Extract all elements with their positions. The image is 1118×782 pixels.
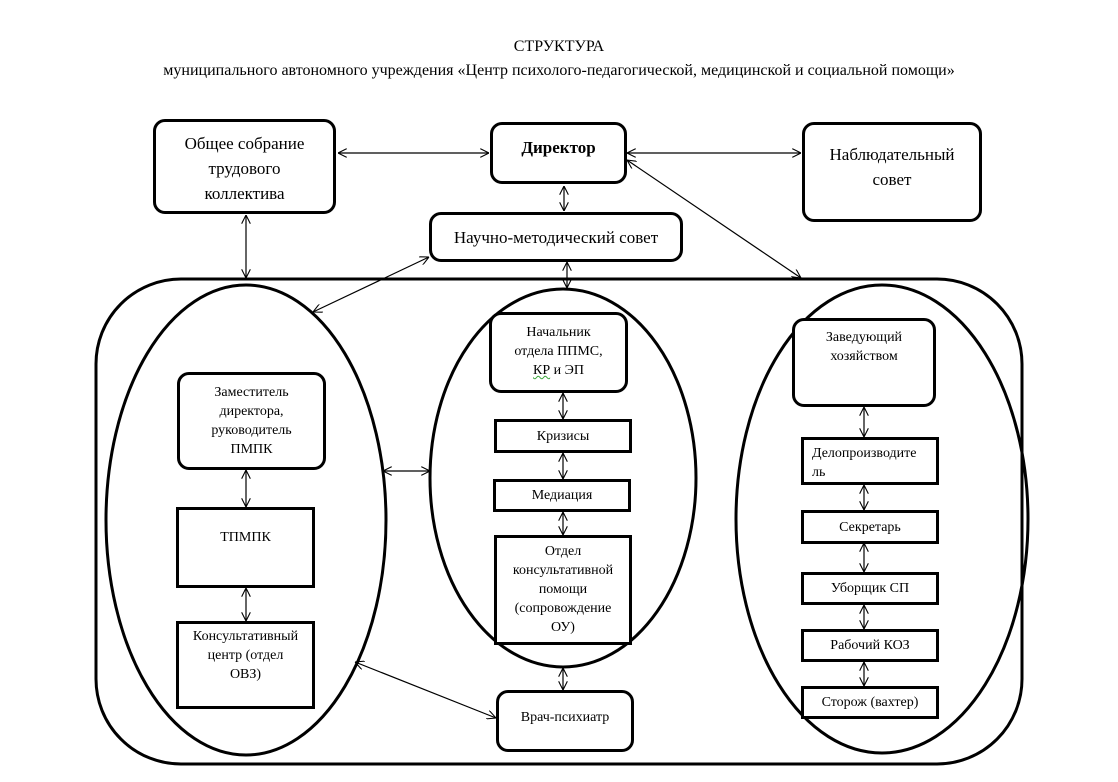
consult-dept-line-4: (сопровождение [514,601,612,616]
methodical-council-label: Научно-методический совет [453,227,659,247]
deputy-director-node[interactable]: Заместитель директора, руководитель ПМПК [177,372,326,470]
clerk-line-2: ль [812,465,826,480]
deputy-line-2: директора, [219,404,284,419]
deputy-line-3: руководитель [211,423,292,438]
consult-center-line-1: Консультативный [192,629,299,644]
tpmpk-node[interactable]: ТПМПК [176,507,315,588]
housekeeping-line-2: хозяйством [830,349,898,364]
consult-center-node[interactable]: Консультативный центр (отдел ОВЗ) [176,621,315,709]
left-group-ellipse [104,283,388,757]
clerk-line-1: Делопроизводите [812,446,917,461]
general-meeting-line-3: коллектива [204,184,285,203]
general-meeting-node[interactable]: Общее собрание трудового коллектива [153,119,336,214]
arrow-director-right-group [627,160,801,278]
secretary-node[interactable]: Секретарь [801,510,939,544]
housekeeping-head-node[interactable]: Заведующий хозяйством [792,318,936,407]
center-group-ellipse [428,287,698,669]
housekeeping-line-1: Заведующий [825,330,903,345]
supervisory-board-line-2: совет [872,170,912,189]
mediation-node[interactable]: Медиация [493,479,631,512]
consult-dept-line-5: ОУ) [551,620,575,635]
consult-dept-node[interactable]: Отдел консультативной помощи (сопровожде… [494,535,632,645]
general-meeting-line-1: Общее собрание [184,134,305,153]
crises-label: Кризисы [536,428,590,444]
consult-center-line-3: ОВЗ) [229,667,262,682]
worker-node[interactable]: Рабочий КОЗ [801,629,939,662]
clerk-node[interactable]: Делопроизводите ль [801,437,939,485]
worker-label: Рабочий КОЗ [830,638,910,653]
methodical-council-node[interactable]: Научно-методический совет [429,212,683,262]
department-head-line-3: КР и ЭП [533,361,584,380]
consult-dept-line-2: консультативной [512,563,614,578]
department-head-line-2: отдела ППМС, [514,344,603,359]
crises-node[interactable]: Кризисы [494,419,632,453]
department-head-node[interactable]: Начальник отдела ППМС, КР и ЭП [489,312,628,393]
department-head-kr: КР [533,363,551,378]
psychiatrist-label: Врач-психиатр [520,710,610,725]
arrow-left-group-psychiatrist [355,662,496,718]
department-head-ep: и ЭП [550,363,584,378]
consult-dept-line-3: помощи [538,582,588,597]
director-label: Директор [521,138,596,157]
right-group-ellipse [734,283,1030,755]
psychiatrist-node[interactable]: Врач-психиатр [496,690,634,752]
deputy-line-1: Заместитель [214,385,289,400]
watchman-label: Сторож (вахтер) [821,695,919,710]
department-head-line-1: Начальник [526,325,591,340]
cleaner-node[interactable]: Уборщик СП [801,572,939,605]
outer-container [94,277,1024,766]
watchman-node[interactable]: Сторож (вахтер) [801,686,939,719]
supervisory-board-node[interactable]: Наблюдательный совет [802,122,982,222]
tpmpk-label: ТПМПК [220,530,271,545]
diagram-title: СТРУКТУРА [513,38,605,55]
consult-dept-line-1: Отдел [544,544,582,559]
director-node[interactable]: Директор [490,122,627,184]
consult-center-line-2: центр (отдел [207,648,284,663]
diagram-subtitle: муниципального автономного учреждения «Ц… [163,62,955,79]
secretary-label: Секретарь [839,519,901,535]
mediation-label: Медиация [531,488,593,503]
general-meeting-line-2: трудового [208,159,281,178]
supervisory-board-line-1: Наблюдательный [829,145,955,164]
deputy-line-4: ПМПК [230,442,273,457]
arrow-council-left-group [313,257,429,312]
cleaner-label: Уборщик СП [830,581,910,596]
